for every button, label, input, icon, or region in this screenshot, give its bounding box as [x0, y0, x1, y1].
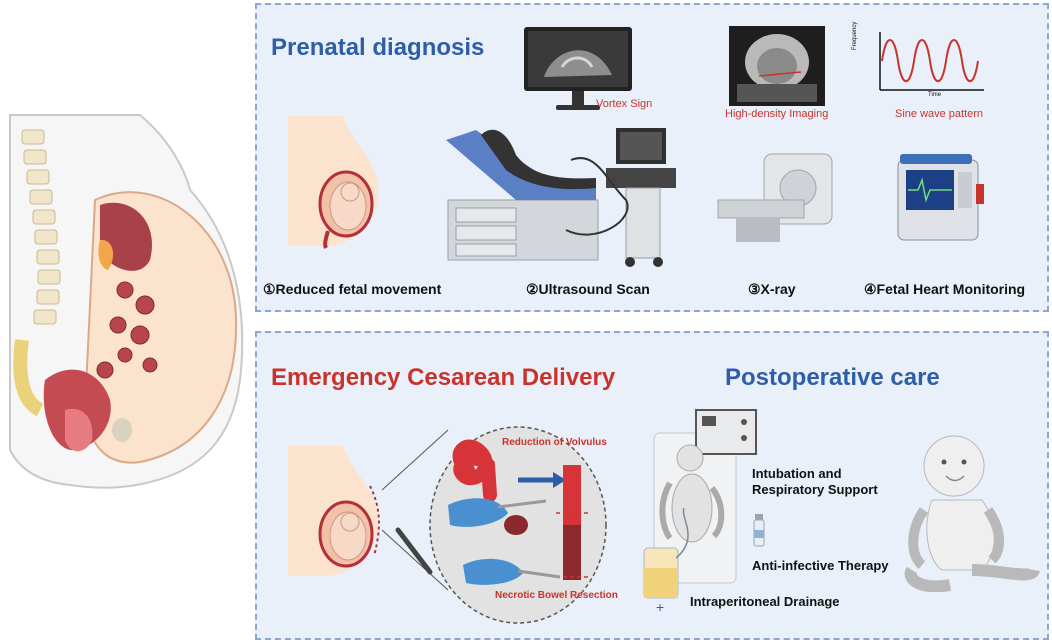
- postop-intubation-line1: Intubation and: [752, 466, 842, 481]
- emergency-cesarean-title: Emergency Cesarean Delivery: [271, 364, 616, 391]
- healthy-baby-illustration: [902, 430, 1040, 592]
- postoperative-care-title: Postoperative care: [725, 364, 940, 391]
- fetal-heart-monitor-illustration: [896, 154, 986, 248]
- postop-intubation-line2: Respiratory Support: [752, 482, 878, 497]
- step-fetal-heart-monitoring: ④Fetal Heart Monitoring: [864, 281, 1026, 297]
- step-xray: ③X-ray: [748, 281, 796, 297]
- svg-text:+: +: [656, 599, 664, 613]
- magnified-surgery-circle: [428, 425, 608, 625]
- prenatal-title: Prenatal diagnosis: [271, 34, 485, 61]
- high-density-caption: High-density Imaging: [725, 108, 829, 120]
- ultrasound-monitor-image: [524, 27, 632, 113]
- sine-wave-caption: Sine wave pattern: [895, 108, 984, 120]
- step-ultrasound-scan: ②Ultrasound Scan: [526, 281, 650, 297]
- xray-image: [729, 26, 825, 106]
- postop-drainage: Intraperitoneal Drainage: [690, 594, 840, 609]
- sine-wave-chart: [868, 28, 988, 104]
- antibiotic-vial-icon: [752, 512, 766, 548]
- ultrasound-scan-illustration: [446, 120, 686, 270]
- reduction-of-volvulus-label: Reduction of Volvulus: [502, 437, 607, 448]
- maternal-anatomy-illustration: [0, 110, 245, 550]
- step-reduced-fetal-movement: ①Reduced fetal movement: [263, 281, 442, 297]
- necrotic-bowel-resection-label: Necrotic Bowel Resection: [495, 590, 618, 601]
- vortex-sign-caption: Vortex Sign: [596, 98, 653, 110]
- zoom-callout-lines: [378, 420, 468, 600]
- postop-anti-infective: Anti-infective Therapy: [752, 558, 889, 573]
- cesarean-belly-illustration: [288, 446, 388, 581]
- pregnant-belly-illustration: [288, 116, 388, 251]
- sine-chart-ylabel: Frequency: [852, 21, 858, 50]
- xray-machine-illustration: [716, 152, 836, 247]
- infant-icu-illustration: +: [640, 408, 760, 613]
- sine-chart-xlabel: Time: [928, 92, 942, 98]
